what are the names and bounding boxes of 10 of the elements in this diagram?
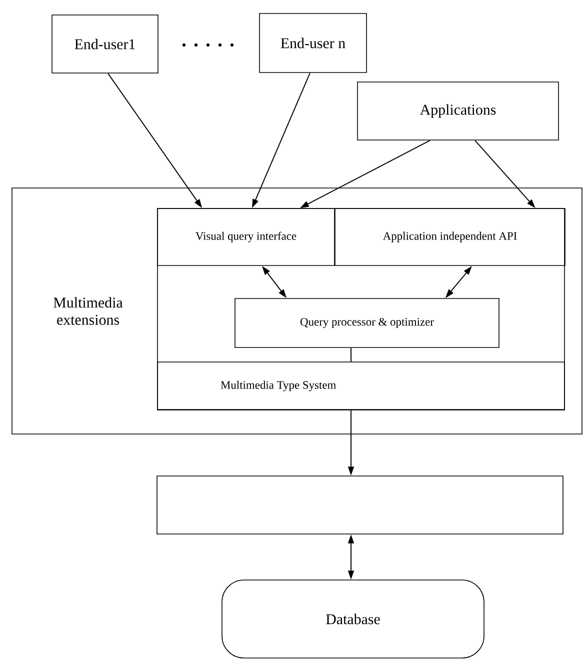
- layer-box: Multimedia Type System: [157, 362, 565, 410]
- empty-box: [156, 476, 564, 534]
- empty-box: [157, 208, 565, 410]
- process-box: Applications: [357, 82, 559, 140]
- process-box: Query processor & optimizer: [234, 298, 500, 348]
- process-box: End-user1: [52, 14, 158, 74]
- process-box: End-user n: [259, 13, 367, 73]
- process-box: Application independent API: [334, 208, 566, 266]
- process-box: Visual query interface: [157, 208, 335, 266]
- database-box: Database: [222, 580, 484, 658]
